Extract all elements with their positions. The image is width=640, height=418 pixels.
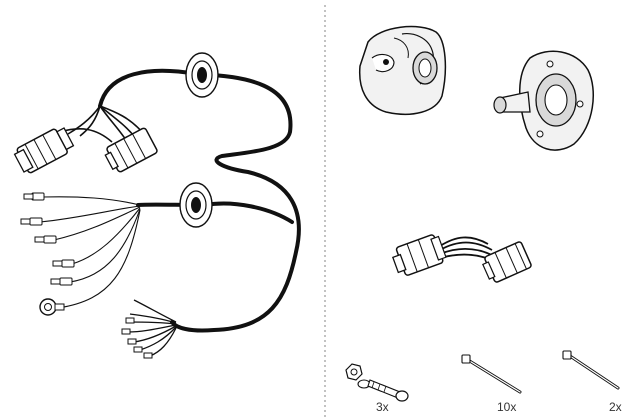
upper-grommet	[185, 52, 219, 98]
bolts-quantity-label: 3x	[376, 400, 389, 414]
harness-connector-left	[13, 127, 75, 174]
lower-grommet	[179, 182, 213, 228]
ring-terminal	[39, 298, 65, 316]
socket-mounting-plate	[493, 50, 594, 151]
adapter-connector-right	[482, 241, 532, 283]
wire-end-sleeves	[121, 317, 153, 359]
long-cable-ties-quantity-label: 10x	[497, 400, 517, 414]
wiring-harness	[13, 52, 301, 359]
spade-terminal	[20, 192, 75, 286]
cable-tie-long	[461, 354, 522, 394]
bolt-nut-washer	[345, 363, 409, 402]
cable-tie-short	[562, 350, 620, 390]
adapter-lead	[391, 234, 532, 283]
harness-connector-right	[104, 127, 158, 173]
trailer-socket	[358, 25, 447, 115]
adapter-connector-left	[391, 234, 447, 276]
short-cable-ties-quantity-label: 2x	[609, 400, 622, 414]
